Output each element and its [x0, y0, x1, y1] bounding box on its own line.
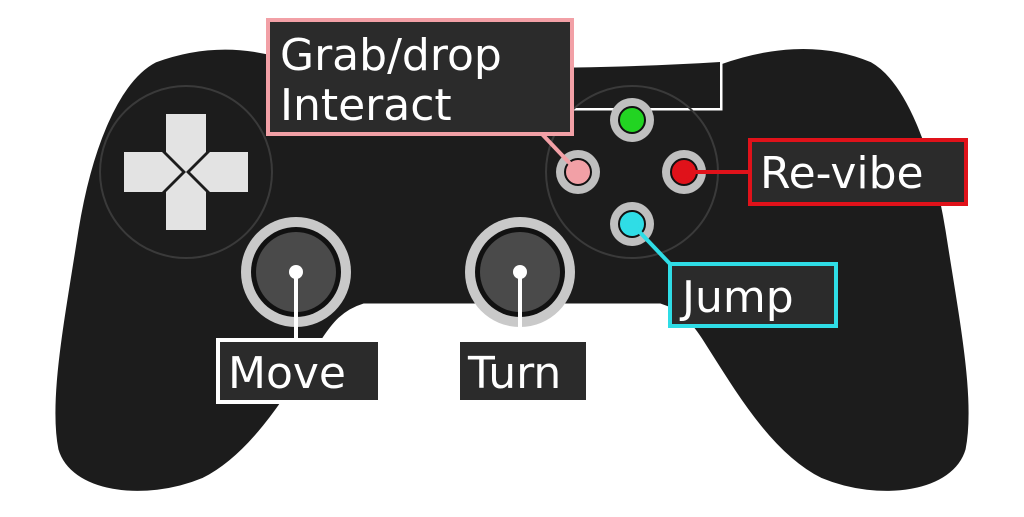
label-jump: Jump [668, 262, 838, 328]
dpad[interactable] [99, 85, 273, 259]
label-revibe: Re-vibe [748, 138, 968, 206]
dpad-icon [124, 114, 248, 230]
label-move-text: Move [228, 348, 346, 399]
leader-jump [630, 222, 674, 268]
leader-lines [289, 130, 752, 342]
label-jump-text: Jump [679, 272, 794, 323]
label-grab-line2: Interact [280, 80, 452, 131]
label-grab-line1: Grab/drop [280, 30, 502, 81]
label-revibe-text: Re-vibe [760, 148, 924, 199]
leader-grab [538, 130, 580, 174]
label-turn: Turn [456, 338, 590, 404]
label-move: Move [216, 338, 382, 404]
face-button-top[interactable] [610, 98, 654, 142]
face-button-top-icon [618, 106, 646, 134]
label-turn-text: Turn [467, 348, 561, 399]
label-grab: Grab/drop Interact [266, 18, 574, 136]
